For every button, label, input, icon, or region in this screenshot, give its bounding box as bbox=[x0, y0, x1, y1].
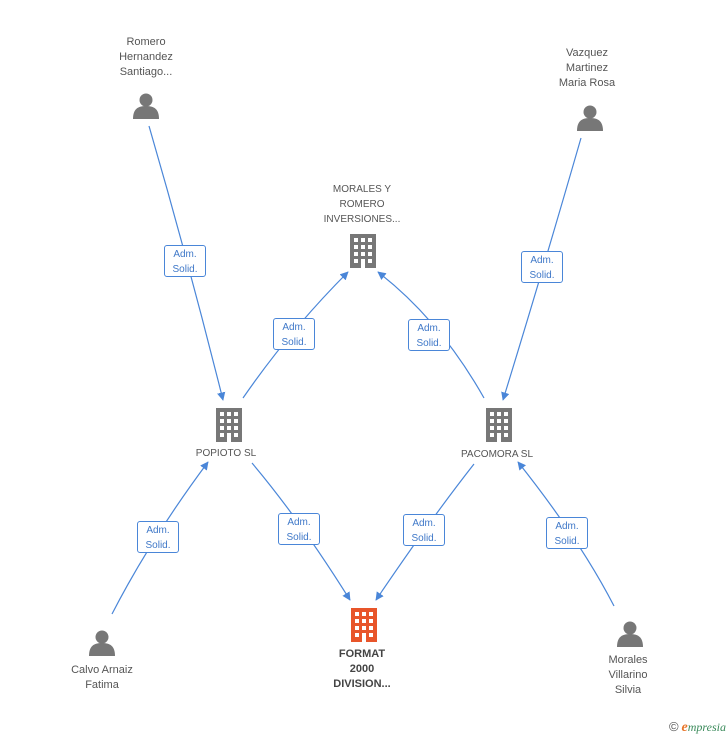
badge-line: Adm. bbox=[530, 255, 554, 266]
badge-line: Adm. bbox=[173, 249, 197, 260]
label-line: Silvia bbox=[614, 684, 642, 696]
label-line: DIVISION... bbox=[333, 678, 391, 690]
badge-line: Solid. bbox=[281, 337, 307, 348]
badge-line: Solid. bbox=[554, 536, 580, 547]
label-line: INVERSIONES... bbox=[323, 214, 401, 225]
label-line: ROMERO bbox=[339, 199, 385, 210]
badge-line: Solid. bbox=[172, 264, 198, 275]
brand-logo: empresia bbox=[681, 720, 726, 735]
label-line: PACOMORA SL bbox=[460, 449, 534, 460]
label-line: Villarino bbox=[608, 669, 648, 681]
node-label-vazquez-martinez[interactable]: Vazquez Martinez Maria Rosa bbox=[535, 46, 639, 91]
building-icon[interactable] bbox=[351, 608, 377, 642]
building-icon[interactable] bbox=[350, 234, 376, 268]
label-line: Maria Rosa bbox=[558, 77, 616, 89]
badge-line: Adm. bbox=[412, 518, 436, 529]
node-label-morales-villarino[interactable]: Morales Villarino Silvia bbox=[576, 653, 680, 698]
label-line: POPIOTO SL bbox=[195, 448, 257, 459]
node-layer bbox=[89, 93, 643, 657]
building-icon[interactable] bbox=[486, 408, 512, 442]
node-label-morales-romero-inversiones[interactable]: MORALES Y ROMERO INVERSIONES... bbox=[302, 182, 422, 227]
node-label-format-2000[interactable]: FORMAT 2000 DIVISION... bbox=[312, 647, 412, 692]
node-label-pacomora[interactable]: PACOMORA SL bbox=[447, 447, 547, 462]
label-line: 2000 bbox=[349, 663, 375, 675]
person-icon[interactable] bbox=[133, 93, 159, 120]
edge-badge-calvo-popioto[interactable]: Adm. Solid. bbox=[137, 521, 179, 553]
edge-badge-popioto-format[interactable]: Adm. Solid. bbox=[278, 513, 320, 545]
edge-badge-morales-villarino-pacomora[interactable]: Adm. Solid. bbox=[546, 517, 588, 549]
label-line: Morales bbox=[608, 654, 648, 666]
badge-line: Adm. bbox=[287, 517, 311, 528]
edge-badge-romero-popioto[interactable]: Adm. Solid. bbox=[164, 245, 206, 277]
label-line: Calvo Arnaiz bbox=[71, 664, 133, 676]
badge-line: Solid. bbox=[411, 533, 437, 544]
badge-line: Adm. bbox=[555, 521, 579, 532]
person-icon[interactable] bbox=[577, 105, 603, 132]
badge-line: Adm. bbox=[417, 323, 441, 334]
badge-line: Solid. bbox=[286, 532, 312, 543]
label-line: Fatima bbox=[85, 679, 119, 691]
label-line: Romero bbox=[126, 36, 166, 48]
person-icon[interactable] bbox=[89, 630, 115, 657]
badge-line: Adm. bbox=[146, 525, 170, 536]
person-icon[interactable] bbox=[617, 621, 643, 648]
edge-badge-vazquez-pacomora[interactable]: Adm. Solid. bbox=[521, 251, 563, 283]
label-line: Hernandez bbox=[119, 51, 173, 63]
brand-logo-text: mpresia bbox=[687, 720, 726, 734]
badge-line: Solid. bbox=[145, 540, 171, 551]
badge-line: Solid. bbox=[416, 338, 442, 349]
edge-badge-pacomora-format[interactable]: Adm. Solid. bbox=[403, 514, 445, 546]
badge-line: Solid. bbox=[529, 270, 555, 281]
label-line: Vazquez bbox=[566, 47, 608, 59]
label-line: FORMAT bbox=[338, 648, 386, 660]
copyright-symbol: © bbox=[668, 719, 679, 734]
label-line: Santiago... bbox=[119, 66, 173, 78]
label-line: MORALES Y bbox=[332, 184, 392, 195]
badge-line: Adm. bbox=[282, 322, 306, 333]
edge-badge-popioto-morales-inv[interactable]: Adm. Solid. bbox=[273, 318, 315, 350]
footer-brand[interactable]: ©empresia bbox=[669, 719, 726, 736]
brand-logo-initial: e bbox=[681, 720, 688, 735]
node-label-popioto[interactable]: POPIOTO SL bbox=[176, 446, 276, 461]
building-icon[interactable] bbox=[216, 408, 242, 442]
node-label-calvo-arnaiz[interactable]: Calvo Arnaiz Fatima bbox=[50, 663, 154, 693]
edge-badge-pacomora-morales-inv[interactable]: Adm. Solid. bbox=[408, 319, 450, 351]
label-line: Martinez bbox=[565, 62, 609, 74]
node-label-romero-hernandez[interactable]: Romero Hernandez Santiago... bbox=[94, 35, 198, 80]
